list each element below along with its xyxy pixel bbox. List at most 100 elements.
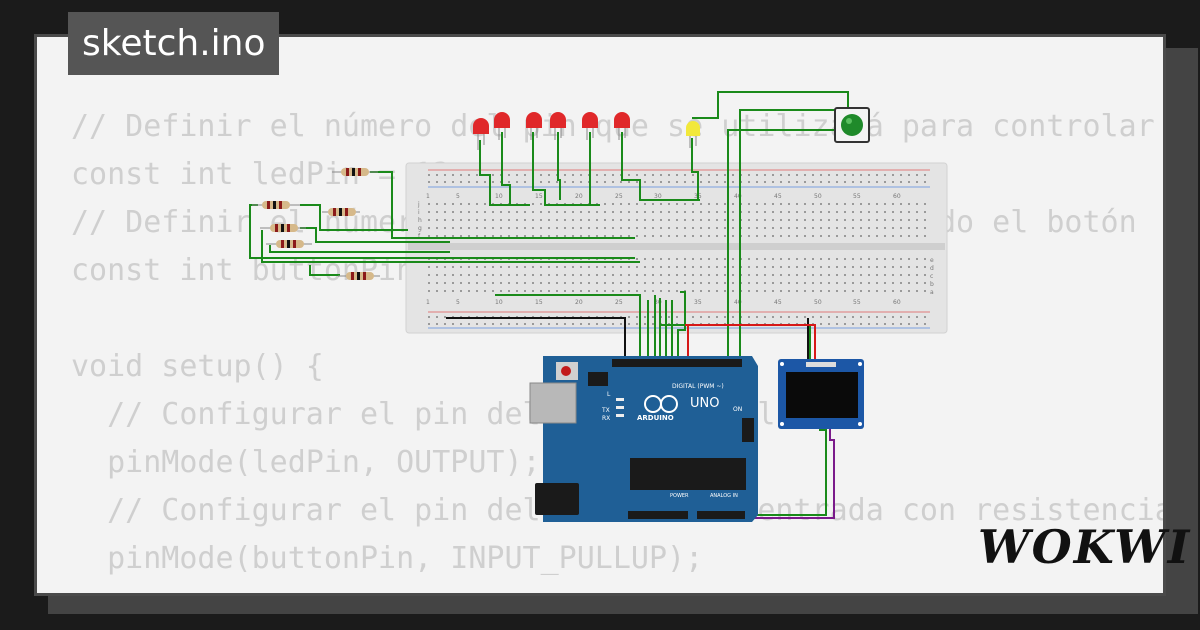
breadboard-hole bbox=[636, 266, 638, 268]
breadboard-hole bbox=[788, 174, 790, 176]
led-icon[interactable] bbox=[614, 112, 630, 140]
breadboard-hole bbox=[884, 174, 886, 176]
breadboard-hole bbox=[924, 274, 926, 276]
breadboard-hole bbox=[596, 235, 598, 237]
breadboard-hole bbox=[476, 181, 478, 183]
breadboard-hole bbox=[796, 316, 798, 318]
breadboard-hole bbox=[516, 235, 518, 237]
breadboard-hole bbox=[796, 219, 798, 221]
oled-display-icon[interactable] bbox=[778, 359, 864, 429]
breadboard-hole bbox=[924, 316, 926, 318]
breadboard-hole bbox=[716, 316, 718, 318]
breadboard-hole bbox=[708, 258, 710, 260]
bb-col-number: 20 bbox=[575, 193, 583, 200]
breadboard-hole bbox=[508, 181, 510, 183]
breadboard-hole bbox=[716, 235, 718, 237]
breadboard-hole bbox=[756, 316, 758, 318]
breadboard-hole bbox=[548, 274, 550, 276]
breadboard-hole bbox=[732, 274, 734, 276]
code-line: } bbox=[71, 583, 1163, 593]
led-icon[interactable] bbox=[526, 112, 542, 140]
led-icon[interactable] bbox=[686, 121, 700, 148]
breadboard-hole bbox=[620, 290, 622, 292]
bb-col-number: 15 bbox=[535, 299, 543, 306]
breadboard-hole bbox=[836, 235, 838, 237]
breadboard-hole bbox=[580, 181, 582, 183]
breadboard-hole bbox=[748, 282, 750, 284]
breadboard-hole bbox=[764, 258, 766, 260]
arduino-uno-board[interactable]: L TX RX DIGITAL (PWM ~) UNO ARDUINO ON P… bbox=[529, 356, 758, 522]
breadboard-hole bbox=[724, 174, 726, 176]
breadboard-hole bbox=[516, 211, 518, 213]
breadboard-hole bbox=[692, 227, 694, 229]
breadboard-hole bbox=[484, 274, 486, 276]
breadboard-hole bbox=[812, 203, 814, 205]
breadboard-hole bbox=[604, 274, 606, 276]
breadboard-hole bbox=[716, 290, 718, 292]
breadboard-hole bbox=[636, 174, 638, 176]
breadboard-hole bbox=[676, 258, 678, 260]
breadboard-hole bbox=[668, 219, 670, 221]
breadboard-hole bbox=[660, 266, 662, 268]
breadboard-hole bbox=[828, 266, 830, 268]
wire bbox=[479, 140, 530, 206]
breadboard-hole bbox=[820, 316, 822, 318]
breadboard-hole bbox=[812, 181, 814, 183]
breadboard-hole bbox=[836, 211, 838, 213]
breadboard-hole bbox=[836, 203, 838, 205]
breadboard-hole bbox=[540, 235, 542, 237]
breadboard-hole bbox=[892, 181, 894, 183]
breadboard-hole bbox=[892, 274, 894, 276]
breadboard-hole bbox=[748, 203, 750, 205]
breadboard-hole bbox=[452, 323, 454, 325]
breadboard-hole bbox=[852, 323, 854, 325]
breadboard-hole bbox=[708, 181, 710, 183]
breadboard-hole bbox=[772, 290, 774, 292]
breadboard-hole bbox=[764, 174, 766, 176]
breadboard-hole bbox=[756, 266, 758, 268]
breadboard-hole bbox=[612, 235, 614, 237]
breadboard-hole bbox=[860, 235, 862, 237]
breadboard-hole bbox=[668, 266, 670, 268]
breadboard-hole bbox=[836, 219, 838, 221]
breadboard-hole bbox=[796, 211, 798, 213]
breadboard-hole bbox=[468, 227, 470, 229]
breadboard-hole bbox=[612, 219, 614, 221]
breadboard-hole bbox=[540, 282, 542, 284]
pushbutton-icon[interactable] bbox=[834, 107, 870, 143]
breadboard-hole bbox=[684, 282, 686, 284]
breadboard-hole bbox=[876, 282, 878, 284]
breadboard-hole bbox=[444, 282, 446, 284]
led-icon[interactable] bbox=[582, 112, 598, 140]
breadboard-hole bbox=[788, 219, 790, 221]
breadboard-hole bbox=[588, 274, 590, 276]
breadboard-hole bbox=[580, 323, 582, 325]
breadboard-hole bbox=[468, 282, 470, 284]
led-icon[interactable] bbox=[494, 112, 510, 140]
wire bbox=[677, 291, 686, 360]
breadboard-hole bbox=[588, 219, 590, 221]
breadboard-hole bbox=[668, 174, 670, 176]
breadboard-hole bbox=[596, 219, 598, 221]
breadboard-hole bbox=[500, 274, 502, 276]
bb-col-number: 45 bbox=[774, 193, 782, 200]
led-icon[interactable] bbox=[473, 118, 489, 150]
breadboard-hole bbox=[796, 203, 798, 205]
tx-label: TX bbox=[601, 407, 610, 414]
breadboard-hole bbox=[732, 290, 734, 292]
breadboard-hole bbox=[748, 174, 750, 176]
breadboard-hole bbox=[708, 203, 710, 205]
breadboard-hole bbox=[652, 235, 654, 237]
breadboard-hole bbox=[436, 219, 438, 221]
breadboard-hole bbox=[428, 266, 430, 268]
breadboard-hole bbox=[852, 290, 854, 292]
bb-col-number: 55 bbox=[853, 193, 861, 200]
wire bbox=[261, 230, 640, 263]
breadboard-hole bbox=[812, 274, 814, 276]
breadboard-hole bbox=[900, 211, 902, 213]
breadboard-hole bbox=[804, 258, 806, 260]
breadboard-hole bbox=[660, 203, 662, 205]
breadboard-hole bbox=[444, 290, 446, 292]
led-icon[interactable] bbox=[550, 112, 566, 140]
breadboard-hole bbox=[724, 235, 726, 237]
